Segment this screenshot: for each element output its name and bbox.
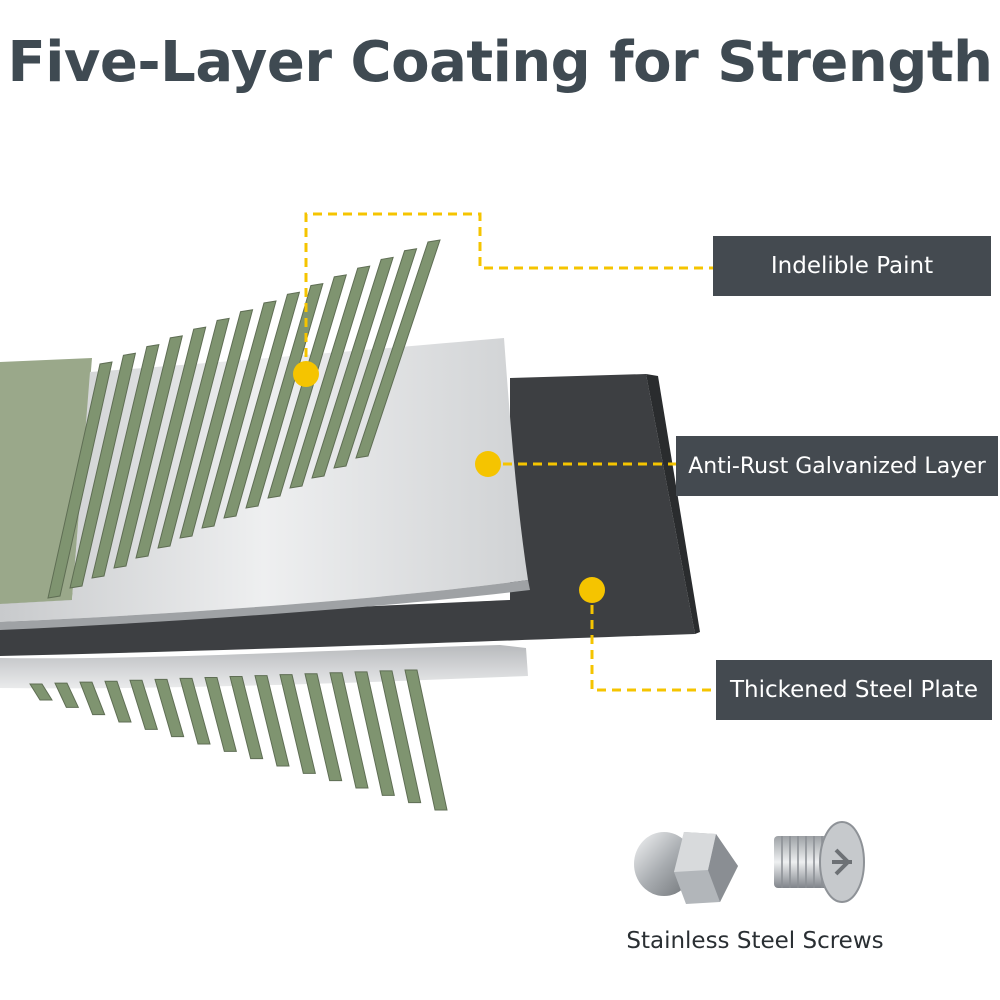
- paint-strip: [54, 682, 80, 708]
- paint-strip: [47, 361, 113, 599]
- paint-strip: [404, 669, 448, 811]
- paint-strip: [179, 309, 254, 539]
- paint-strip: [135, 326, 207, 559]
- paint-strip: [129, 679, 159, 730]
- paint-strip: [113, 335, 183, 569]
- paint-strip: [104, 680, 132, 723]
- lower-paint-strips: [29, 669, 448, 811]
- paint-strip: [289, 265, 371, 489]
- paint-strip: [254, 675, 290, 767]
- paint-strip: [279, 674, 316, 774]
- paint-strip: [154, 678, 185, 738]
- steel-plate-side: [646, 374, 700, 634]
- callout-line-steel: [590, 590, 716, 692]
- cap-nut-icon: [634, 832, 738, 904]
- callout-lines: [304, 212, 716, 692]
- paint-strip: [329, 672, 369, 789]
- screws-caption: Stainless Steel Screws: [626, 928, 884, 954]
- galvanized-edge: [0, 580, 530, 630]
- paint-strip: [179, 677, 211, 745]
- paint-strip: [379, 670, 422, 804]
- paint-strip: [304, 673, 343, 782]
- label-galvanized-layer: Anti-Rust Galvanized Layer: [676, 436, 998, 496]
- label-indelible-paint: Indelible Paint: [713, 236, 991, 296]
- label-steel-plate: Thickened Steel Plate: [716, 660, 992, 720]
- paint-strip: [355, 239, 441, 459]
- paint-strip: [354, 671, 395, 796]
- paint-strip: [201, 300, 277, 529]
- paint-strip: [204, 676, 237, 752]
- bolt-icon: [774, 821, 865, 903]
- paint-strip: [29, 683, 53, 701]
- upper-paint-strips: [47, 239, 441, 599]
- callout-dot-galvanized: [475, 451, 501, 477]
- paint-strip: [69, 352, 137, 589]
- paint-strip: [229, 676, 264, 760]
- paint-strip: [223, 291, 301, 519]
- paint-strip: [79, 681, 106, 716]
- paint-strip: [157, 317, 230, 549]
- paint-strip: [245, 282, 324, 509]
- page-title: Five-Layer Coating for Strength: [7, 30, 993, 95]
- paint-strip: [333, 248, 418, 469]
- paint-strip: [311, 256, 394, 479]
- callout-dot-steel: [579, 577, 605, 603]
- callout-dot-paint: [293, 361, 319, 387]
- callout-line-paint: [304, 212, 713, 372]
- paint-strip: [91, 343, 160, 579]
- lower-galvanized-sheet: [0, 645, 528, 689]
